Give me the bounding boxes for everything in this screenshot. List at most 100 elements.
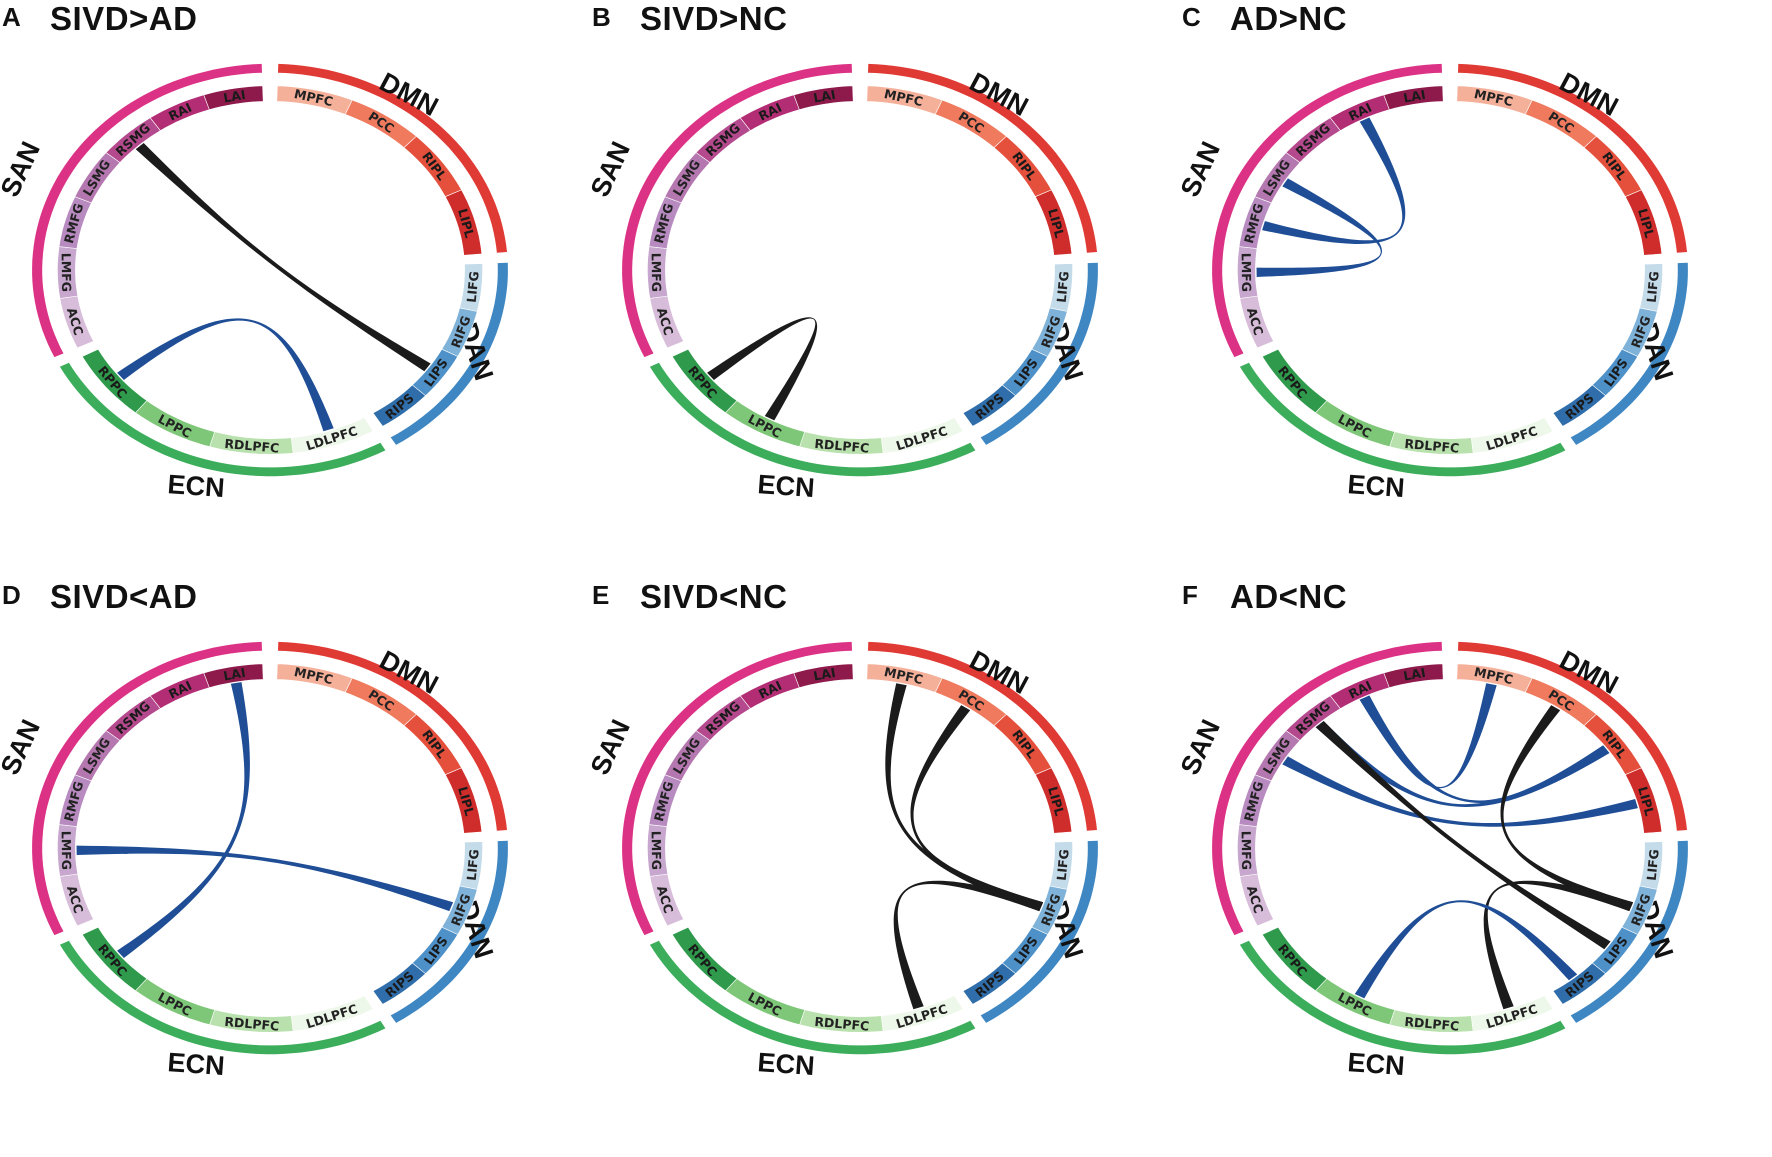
chord-lai-rppc — [117, 682, 250, 958]
network-label-ecn: ECN — [167, 1047, 226, 1081]
region-segment-lipl — [1034, 767, 1073, 834]
network-label-san: SAN — [585, 137, 636, 201]
region-label-lmfg: LMFG — [1239, 253, 1255, 292]
region-label-lmfg: LMFG — [1239, 831, 1255, 870]
network-band-dmn — [1458, 63, 1687, 253]
region-label-lifg: LIFG — [1644, 271, 1662, 304]
network-label-san: SAN — [0, 137, 46, 201]
network-band-dan — [390, 262, 508, 445]
region-segment-lai — [793, 663, 854, 689]
region-label-lifg: LIFG — [1644, 849, 1662, 882]
panel-letter: D — [2, 580, 21, 610]
chord-diagram: DMNDANECNSANMPFCPCCRIPLLIPLLIFGRIFGLIPSR… — [585, 641, 1098, 1081]
chord-rai-ripl — [1359, 695, 1610, 804]
region-segment-rppc — [1261, 348, 1328, 414]
region-segment-lipl — [1624, 767, 1663, 834]
network-band-dan — [980, 262, 1098, 445]
region-label-rppc: RPPC — [1275, 941, 1310, 979]
region-label-ldlpfc: LDLPFC — [1484, 423, 1539, 453]
panel-letter: F — [1182, 580, 1198, 610]
region-segment-rppc — [671, 348, 738, 414]
chord-mpfc-rifg — [885, 683, 1044, 912]
region-segment-lai — [203, 85, 264, 111]
network-band-dmn — [278, 641, 507, 831]
region-label-rdlpfc: RDLPFC — [224, 1014, 280, 1034]
network-label-dmn: DMN — [375, 645, 443, 700]
chord-lsmg-lipl — [1282, 756, 1638, 827]
network-label-dmn: DMN — [1555, 645, 1623, 700]
panel-title: SIVD>NC — [640, 0, 788, 37]
region-label-lppc: LPPC — [156, 989, 194, 1019]
region-label-lppc: LPPC — [746, 411, 784, 441]
network-band-san — [32, 641, 262, 936]
chord-lmfg-rifg — [76, 845, 454, 912]
region-label-lppc: LPPC — [1336, 411, 1374, 441]
panel-title: SIVD>AD — [50, 0, 198, 37]
network-band-dan — [980, 840, 1098, 1023]
chord-rppc-ldlpfc — [117, 318, 334, 432]
panel-title: SIVD<AD — [50, 578, 198, 615]
network-band-san — [622, 641, 852, 936]
chord-rppc-lppc — [707, 317, 818, 421]
network-band-dan — [1570, 840, 1688, 1023]
network-band-dan — [390, 840, 508, 1023]
region-segment-rppc — [81, 926, 148, 992]
region-segment-lai — [1383, 85, 1444, 111]
region-segment-rppc — [81, 348, 148, 414]
region-label-ldlpfc: LDLPFC — [304, 1001, 359, 1031]
region-label-lai: LAI — [222, 87, 247, 106]
region-segment-rips — [1552, 384, 1606, 427]
region-label-lppc: LPPC — [156, 411, 194, 441]
region-label-lmfg: LMFG — [59, 253, 75, 292]
region-label-lmfg: LMFG — [649, 253, 665, 292]
chord-rsmg-lips — [1315, 721, 1611, 950]
region-label-rdlpfc: RDLPFC — [814, 1014, 870, 1034]
region-segment-lai — [203, 663, 264, 689]
region-label-lppc: LPPC — [746, 989, 784, 1019]
region-segment-rppc — [1261, 926, 1328, 992]
chord-lsmg-lmfg — [1256, 178, 1383, 277]
network-label-ecn: ECN — [757, 1047, 816, 1081]
region-label-lifg: LIFG — [1054, 849, 1072, 882]
chord-lppc-rips — [1354, 900, 1578, 999]
chord-rsmg-lips — [135, 143, 431, 372]
region-segment-rips — [1552, 962, 1606, 1005]
panel-letter: B — [592, 2, 611, 32]
region-label-rdlpfc: RDLPFC — [1404, 1014, 1460, 1034]
region-label-ldlpfc: LDLPFC — [894, 423, 949, 453]
panel-title: AD<NC — [1230, 578, 1348, 615]
region-segment-lipl — [1624, 189, 1663, 256]
network-band-dan — [1570, 262, 1688, 445]
region-segment-lai — [793, 85, 854, 111]
network-band-san — [622, 63, 852, 358]
panel-letter: C — [1182, 2, 1201, 32]
region-segment-lipl — [1034, 189, 1073, 256]
chord-diagram: DMNDANECNSANMPFCPCCRIPLLIPLLIFGRIFGLIPSR… — [0, 63, 508, 503]
network-label-san: SAN — [1175, 715, 1226, 779]
panel-letter: A — [2, 2, 21, 32]
network-label-ecn: ECN — [167, 469, 226, 503]
chord-diagram: DMNDANECNSANMPFCPCCRIPLLIPLLIFGRIFGLIPSR… — [0, 641, 508, 1081]
network-band-dmn — [868, 63, 1097, 253]
region-segment-rips — [962, 962, 1016, 1005]
region-segment-lipl — [444, 767, 483, 834]
region-label-lai: LAI — [1402, 665, 1427, 684]
region-label-rppc: RPPC — [1275, 363, 1310, 401]
region-segment-lipl — [444, 189, 483, 256]
region-label-rdlpfc: RDLPFC — [814, 436, 870, 456]
network-label-dmn: DMN — [965, 67, 1033, 122]
network-label-dmn: DMN — [375, 67, 443, 122]
region-label-lai: LAI — [222, 665, 247, 684]
region-label-lifg: LIFG — [1054, 271, 1072, 304]
region-label-lmfg: LMFG — [649, 831, 665, 870]
network-label-ecn: ECN — [1347, 1047, 1406, 1081]
region-segment-rips — [962, 384, 1016, 427]
region-label-rdlpfc: RDLPFC — [224, 436, 280, 456]
network-label-ecn: ECN — [1347, 469, 1406, 503]
network-label-san: SAN — [585, 715, 636, 779]
